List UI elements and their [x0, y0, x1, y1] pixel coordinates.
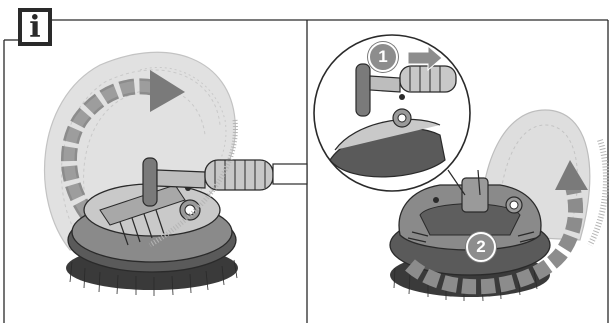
right-panel	[314, 35, 606, 301]
step-2-marker: 2	[466, 232, 496, 262]
step-1-marker: 1	[368, 42, 398, 72]
info-icon: i	[18, 8, 52, 46]
left-panel	[45, 52, 307, 296]
